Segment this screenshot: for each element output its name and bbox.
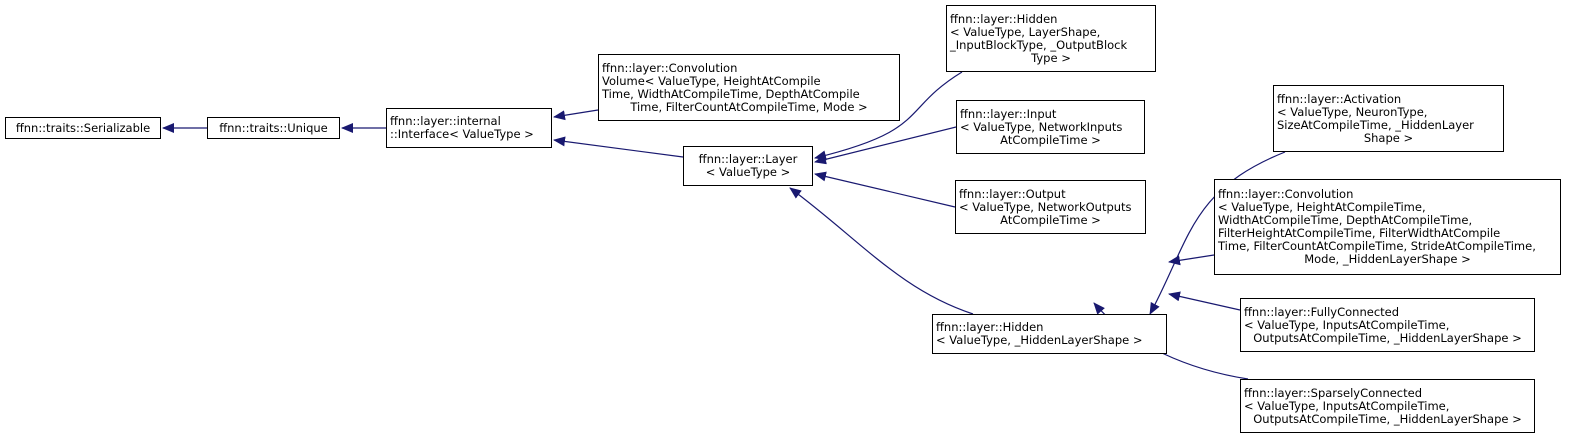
node-layer[interactable]: ffnn::layer::Layer < ValueType >	[683, 146, 813, 186]
node-label-line: Type >	[1031, 50, 1071, 65]
node-label-line: OutputsAtCompileTime, _HiddenLayerShape …	[1253, 330, 1522, 345]
node-label-line: < ValueType, InputsAtCompileTime,	[1244, 317, 1450, 332]
node-label-line: AtCompileTime >	[1000, 132, 1101, 147]
node-label-line: ::Interface< ValueType >	[390, 127, 534, 141]
node-label-line: < ValueType, InputsAtCompileTime,	[1244, 398, 1450, 413]
node-label-line: ffnn::layer::FullyConnected	[1244, 304, 1400, 319]
node-hidden-full[interactable]: ffnn::layer::Hidden < ValueType, LayerSh…	[946, 5, 1156, 72]
edge-layer-to-interface	[553, 136, 684, 158]
edge-convolution-to-hidden	[1168, 254, 1215, 266]
node-label-line: < ValueType, NeuronType,	[1277, 104, 1428, 119]
node-convolution[interactable]: ffnn::layer::Convolution < ValueType, He…	[1214, 179, 1561, 275]
node-label-line: < ValueType, NetworkInputs	[960, 119, 1123, 134]
node-input[interactable]: ffnn::layer::Input < ValueType, NetworkI…	[956, 100, 1145, 154]
node-label-line: ffnn::traits::Unique	[219, 120, 328, 135]
node-label-line: AtCompileTime >	[1000, 212, 1101, 227]
edge-fully-connected-to-hidden	[1168, 291, 1241, 311]
node-label-line: ffnn::layer::Output	[959, 186, 1066, 201]
node-label-line: SizeAtCompileTime, _HiddenLayer	[1277, 117, 1474, 132]
node-label-line: Time, FilterCountAtCompileTime, Mode >	[630, 99, 868, 114]
node-label-line: < ValueType, HeightAtCompileTime,	[1218, 200, 1426, 214]
node-label-line: < ValueType, NetworkOutputs	[959, 199, 1132, 214]
node-label-line: Shape >	[1363, 130, 1414, 145]
edge-output-to-layer	[814, 171, 956, 208]
edge-hidden-full-to-layer	[814, 71, 963, 161]
node-label-line: FilterHeightAtCompileTime, FilterWidthAt…	[1218, 226, 1501, 240]
node-label-line: < ValueType >	[705, 165, 791, 179]
node-label-line: ffnn::layer::Layer	[698, 152, 798, 166]
node-label-line: ffnn::layer::internal	[390, 114, 501, 128]
edge-input-to-layer	[814, 126, 957, 165]
node-label-line: ffnn::layer::Hidden	[936, 320, 1044, 334]
node-label-line: ffnn::traits::Serializable	[15, 120, 151, 135]
node-interface[interactable]: ffnn::layer::internal ::Interface< Value…	[386, 108, 552, 148]
node-fully-connected[interactable]: ffnn::layer::FullyConnected < ValueType,…	[1240, 298, 1535, 352]
node-label-line: < ValueType, _HiddenLayerShape >	[936, 333, 1143, 347]
node-label-line: Time, FilterCountAtCompileTime, StrideAt…	[1218, 239, 1536, 253]
node-label-line: < ValueType, LayerShape,	[950, 24, 1101, 39]
node-label-line: _InputBlockType, _OutputBlock	[950, 37, 1128, 52]
node-label-line: ffnn::layer::Input	[960, 106, 1057, 121]
edge-hidden-to-layer	[789, 187, 974, 315]
node-unique[interactable]: ffnn::traits::Unique	[207, 117, 340, 139]
node-convolution-volume[interactable]: ffnn::layer::Convolution Volume< ValueTy…	[598, 54, 900, 121]
node-label-line: Time, WidthAtCompileTime, DepthAtCompile	[602, 86, 860, 101]
node-sparsely-connected[interactable]: ffnn::layer::SparselyConnected < ValueTy…	[1240, 379, 1535, 433]
node-label-line: ffnn::layer::Hidden	[950, 11, 1058, 26]
edge-convolution-volume-to-interface	[553, 109, 599, 121]
node-output[interactable]: ffnn::layer::Output < ValueType, Network…	[955, 180, 1146, 234]
node-label-line: ffnn::layer::Activation	[1277, 91, 1402, 106]
node-label-line: Volume< ValueType, HeightAtCompile	[602, 73, 821, 88]
node-hidden[interactable]: ffnn::layer::Hidden < ValueType, _Hidden…	[932, 314, 1167, 354]
node-label-line: Mode, _HiddenLayerShape >	[1304, 252, 1471, 266]
node-label-line: WidthAtCompileTime, DepthAtCompileTime,	[1218, 213, 1473, 227]
node-label-line: ffnn::layer::Convolution	[1218, 187, 1354, 201]
node-label-line: ffnn::layer::SparselyConnected	[1244, 385, 1423, 400]
node-label-line: OutputsAtCompileTime, _HiddenLayerShape …	[1253, 411, 1522, 426]
node-label-line: ffnn::layer::Convolution	[602, 60, 738, 75]
edge-activation-to-hidden	[1149, 151, 1286, 315]
node-serializable[interactable]: ffnn::traits::Serializable	[5, 117, 161, 139]
node-activation[interactable]: ffnn::layer::Activation < ValueType, Neu…	[1273, 85, 1504, 152]
